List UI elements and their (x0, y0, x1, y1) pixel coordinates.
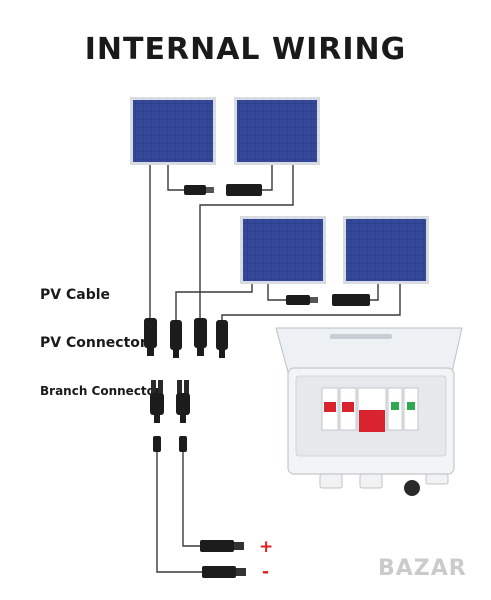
combiner-box (275, 327, 463, 496)
branch-connectors (150, 380, 190, 423)
solar-panel-1 (130, 97, 216, 165)
pv-connector-label: PV Connector (40, 335, 147, 351)
lower-leads-connectors (153, 436, 187, 452)
branch-connector-label: Branch Connector (40, 384, 161, 398)
pv-cables (149, 165, 401, 573)
solar-panel-4 (343, 216, 429, 284)
output-connector-positive (200, 540, 244, 552)
negative-terminal-label: - (262, 562, 270, 582)
pv-cable-label: PV Cable (40, 287, 111, 303)
inline-connector-bottom (286, 294, 370, 306)
watermark-logo: BAZAR (378, 556, 467, 581)
pv-connectors (144, 318, 228, 358)
inline-connector-top (184, 184, 262, 196)
diagram-title: INTERNAL WIRING (84, 32, 407, 67)
output-connector-negative (202, 566, 246, 578)
solar-panel-3 (240, 216, 326, 284)
positive-terminal-label: + (259, 537, 274, 557)
solar-panel-2 (234, 97, 320, 165)
